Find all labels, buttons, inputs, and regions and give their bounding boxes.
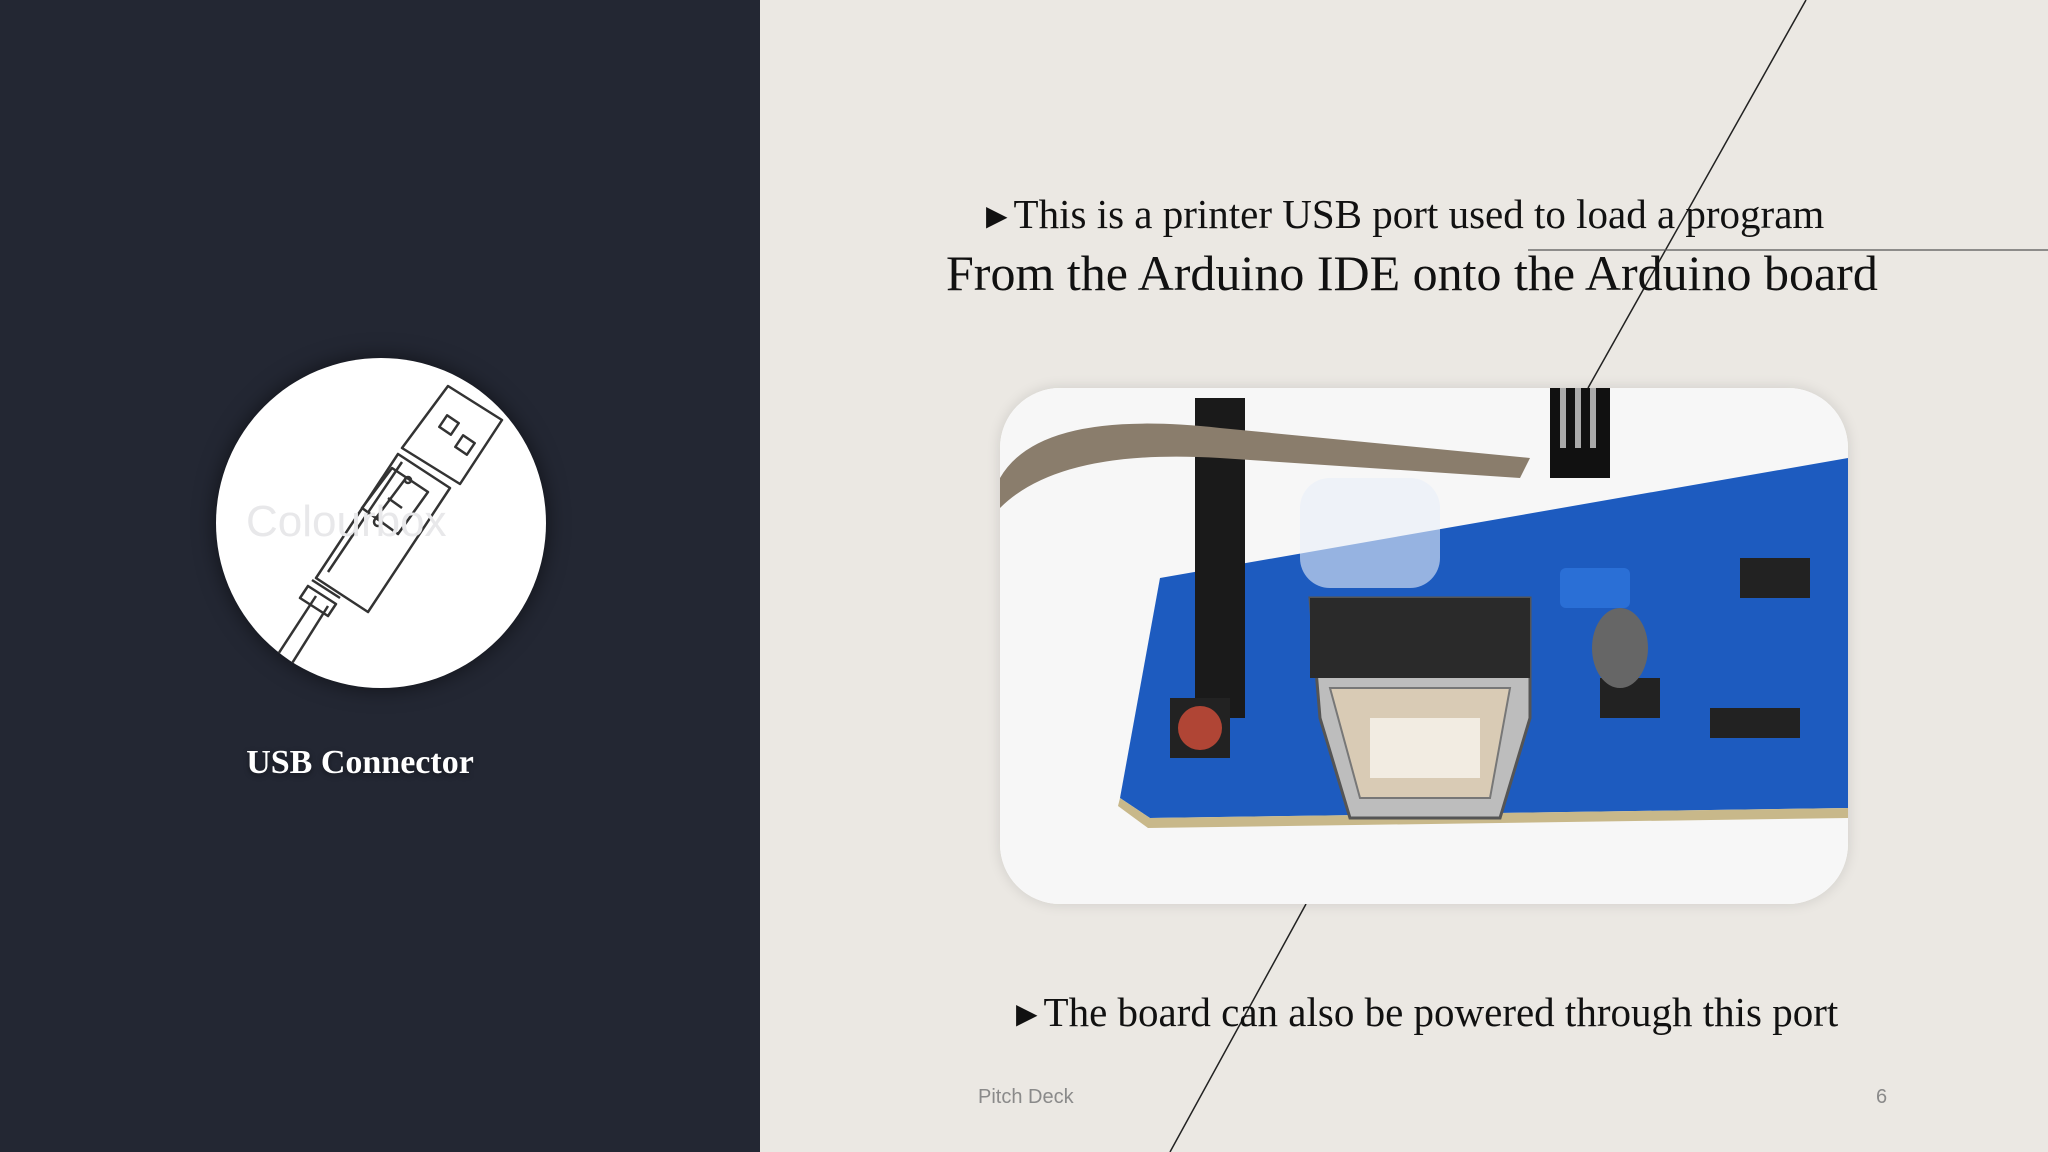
page-number: 6 (1876, 1086, 1888, 1108)
bullet-text-2: The board can also be powered through th… (1043, 989, 1839, 1035)
arduino-usb-port-photo (1000, 388, 1848, 904)
watermark-text: Colourbox (246, 497, 447, 546)
bullet-usb-port-continued: From the Arduino IDE onto the Arduino bo… (946, 245, 1878, 301)
usb-icon-circle: Colourbox (216, 358, 546, 688)
bullet-text-1: This is a printer USB port used to load … (1013, 191, 1825, 237)
left-panel: Colourbox USB Connector (0, 0, 760, 1152)
usb-connector-caption: USB Connector (246, 744, 474, 781)
bullet-triangle-icon: ▶ (986, 200, 1008, 232)
bullet-usb-port: ▶This is a printer USB port used to load… (986, 190, 1824, 238)
footer-label: Pitch Deck (978, 1086, 1074, 1108)
usb-plug-icon: Colourbox (246, 384, 504, 688)
bullet-power: ▶The board can also be powered through t… (1016, 988, 1838, 1036)
bullet-triangle-icon: ▶ (1016, 998, 1038, 1030)
